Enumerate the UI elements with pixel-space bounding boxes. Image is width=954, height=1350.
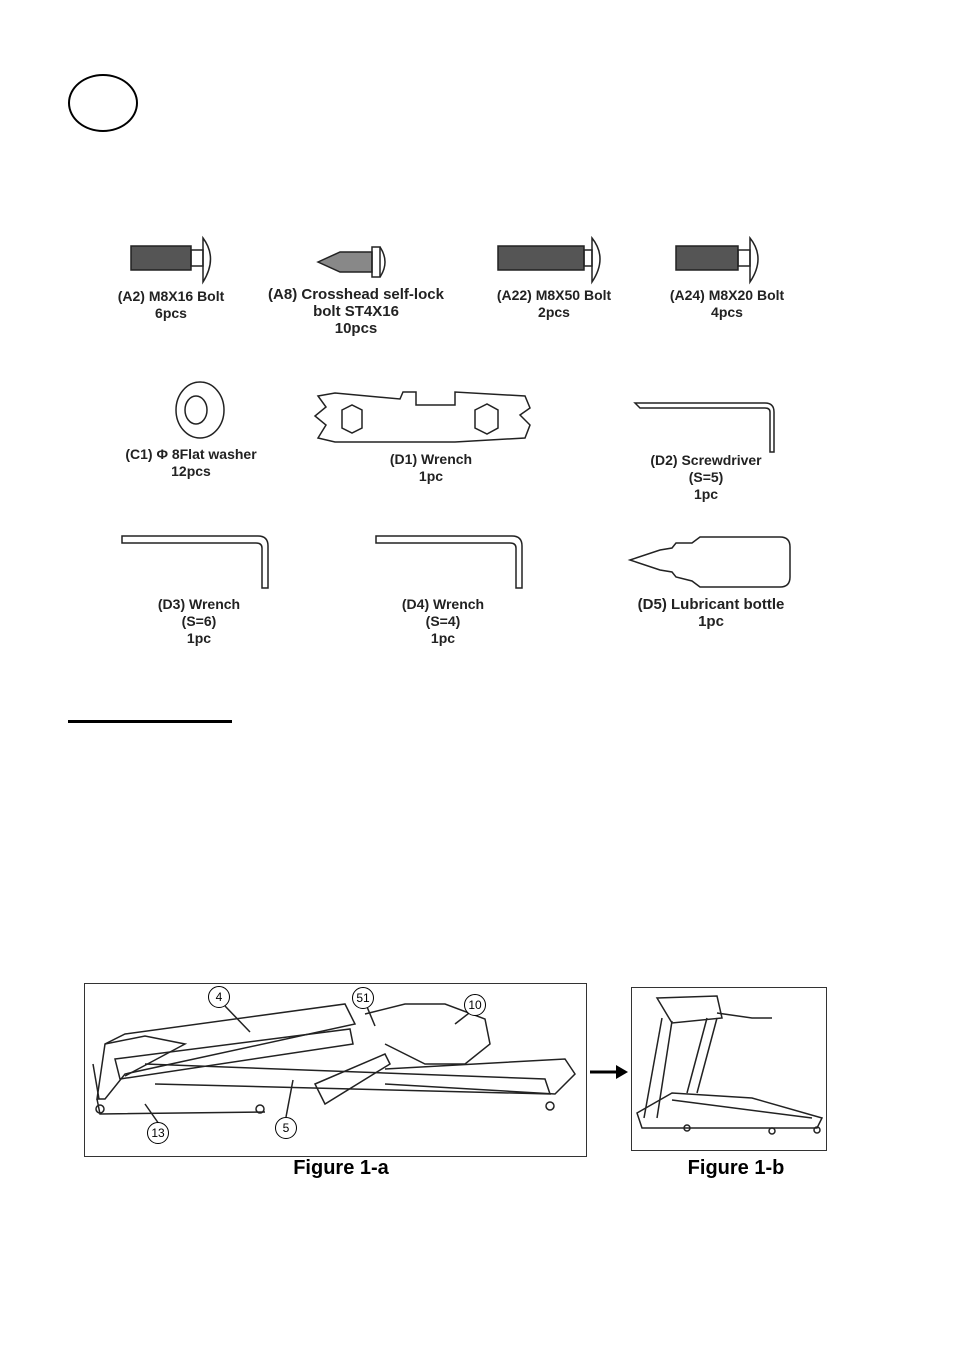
figure-1a-frame bbox=[84, 983, 587, 1157]
figure-1b-frame bbox=[631, 987, 827, 1151]
flat-washer-c1-icon bbox=[175, 381, 225, 439]
assembled-treadmill-drawing bbox=[636, 995, 824, 1135]
part-label-d3: (D3) Wrench(S=6)1pc bbox=[157, 596, 241, 646]
bolt-a22-icon bbox=[497, 235, 601, 285]
step-number-circle bbox=[68, 74, 138, 132]
hex-wrench-d4-icon bbox=[375, 535, 523, 589]
bolt-a24-icon bbox=[675, 235, 759, 285]
wrench-d1-icon bbox=[313, 391, 531, 443]
screwdriver-d2-icon bbox=[633, 402, 775, 453]
callout-5: 5 bbox=[275, 1117, 297, 1139]
hex-wrench-d3-icon bbox=[121, 535, 269, 589]
callout-4: 4 bbox=[208, 986, 230, 1008]
section-underline bbox=[68, 720, 232, 723]
arrow-right-icon bbox=[590, 1065, 628, 1079]
callout-10: 10 bbox=[464, 994, 486, 1016]
self-lock-bolt-a8-icon bbox=[316, 246, 386, 278]
figure-1b-caption: Figure 1-b bbox=[687, 1157, 785, 1179]
callout-51: 51 bbox=[352, 987, 374, 1009]
folded-treadmill-drawing bbox=[92, 1001, 576, 1125]
figure-1a-caption: Figure 1-a bbox=[293, 1157, 389, 1179]
lubricant-bottle-d5-icon bbox=[627, 536, 791, 588]
parts-illustrations bbox=[121, 235, 791, 589]
part-label-d4: (D4) Wrench(S=4)1pc bbox=[401, 596, 485, 646]
part-label-d2: (D2) Screwdriver(S=5)1pc bbox=[650, 452, 762, 502]
callout-13: 13 bbox=[147, 1122, 169, 1144]
bolt-a2-icon bbox=[130, 235, 212, 285]
